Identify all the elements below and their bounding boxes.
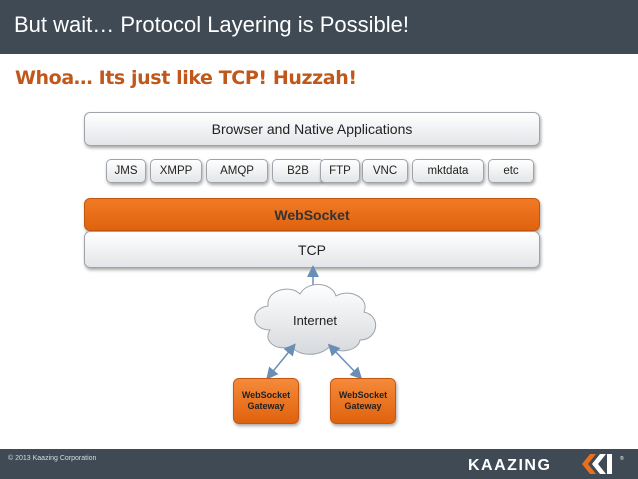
gateway-label-line2: Gateway xyxy=(344,401,382,411)
protocol-label: etc xyxy=(503,165,519,177)
tcp-layer: TCP xyxy=(84,231,540,268)
protocol-label: B2B xyxy=(287,165,309,177)
protocol-label: VNC xyxy=(372,165,398,177)
slide-subtitle: Whoa… Its just like TCP! Huzzah! xyxy=(15,67,357,89)
brand-text: KAAZING xyxy=(468,457,551,474)
websocket-layer: WebSocket xyxy=(84,198,540,231)
protocol-label: AMQP xyxy=(220,165,254,177)
footer-bar xyxy=(0,449,638,479)
gateway-label-line1: WebSocket xyxy=(338,390,388,400)
protocol-box-xmpp: XMPP xyxy=(150,159,202,183)
protocol-label: XMPP xyxy=(159,165,193,177)
applications-label: Browser and Native Applications xyxy=(211,121,413,137)
copyright-text: © 2013 Kaazing Corporation xyxy=(8,455,97,462)
protocol-box-mktdata: mktdata xyxy=(412,159,484,183)
protocol-box-jms: JMS xyxy=(106,159,146,183)
slide-title: But wait… Protocol Layering is Possible! xyxy=(14,12,409,37)
gateway-label-line1: WebSocket xyxy=(241,390,291,400)
gateway-label-line2: Gateway xyxy=(247,401,285,411)
websocket-gateway-left: WebSocket Gateway xyxy=(233,378,299,424)
protocol-box-ftp: FTP xyxy=(320,159,360,183)
websocket-label: WebSocket xyxy=(274,206,350,223)
internet-label: Internet xyxy=(292,313,338,328)
title-bar xyxy=(0,0,638,54)
protocol-box-etc: etc xyxy=(488,159,534,183)
protocol-box-b2b: B2B xyxy=(272,159,324,183)
websocket-gateway-right: WebSocket Gateway xyxy=(330,378,396,424)
cloud-gateway-left-arrow xyxy=(266,343,296,380)
protocol-box-vnc: VNC xyxy=(362,159,408,183)
protocol-label: FTP xyxy=(329,165,351,177)
protocol-label: mktdata xyxy=(427,165,469,177)
kaazing-logo: KAAZING ® xyxy=(468,454,624,474)
protocol-label: JMS xyxy=(114,165,138,177)
cloud-gateway-right-arrow xyxy=(327,343,363,380)
tcp-label: TCP xyxy=(298,241,326,258)
kaazing-mark-icon xyxy=(582,454,612,474)
registered-mark-icon: ® xyxy=(620,455,624,462)
applications-layer: Browser and Native Applications xyxy=(84,112,540,146)
protocol-box-amqp: AMQP xyxy=(206,159,268,183)
